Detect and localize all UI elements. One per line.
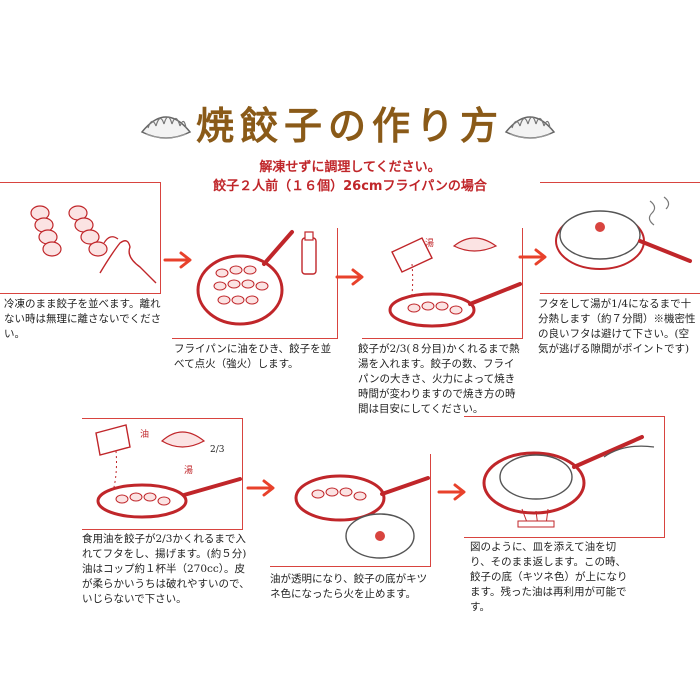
- step-6-illustration: [270, 454, 431, 567]
- arrow-right-icon: [518, 248, 547, 266]
- arrow-right-icon: [335, 268, 364, 286]
- gyoza-decoration-icon: [504, 116, 556, 139]
- step-5-text: 食用油を餃子が2/3かくれるまで入れてフタをし、揚げます。(約５分)油はコップ約…: [82, 533, 250, 605]
- step-5-illustration: 油 2/3 湯: [82, 418, 243, 530]
- step-1-text: 冷凍のまま餃子を並べます。離れない時は無理に離さないでください。: [4, 298, 162, 340]
- arrow-right-icon: [163, 251, 192, 269]
- water-label: 湯: [425, 239, 435, 249]
- step-1-illustration: [0, 182, 161, 294]
- step-3-text: 餃子が2/3(８分目)かくれるまで熱湯を入れます。餃子の数、フライパンの大きさ、…: [358, 343, 520, 415]
- water-label: 湯: [184, 466, 194, 476]
- title-area: 焼餃子の作り方: [0, 92, 700, 152]
- step-2-illustration: [172, 228, 338, 339]
- step-7-illustration: [464, 416, 665, 538]
- gyoza-decoration-icon: [140, 116, 192, 139]
- subtitle-line-2: 餃子２人前（１６個）26cmフライパンの場合: [213, 179, 487, 194]
- plate-flip-icon: [482, 435, 655, 528]
- fraction-label: 2/3: [210, 445, 225, 455]
- step-4-illustration: [540, 182, 700, 294]
- pan-golden-gyoza-icon: [294, 474, 430, 559]
- step-3-illustration: 湯: [362, 228, 523, 339]
- step-2-text: フライパンに油をひき、餃子を並べて点火（強火）します。: [174, 343, 332, 370]
- step-7-text: 図のように、皿を添えて油を切り、そのまま返します。この時、餃子の底（キツネ色）が…: [470, 541, 628, 613]
- pan-with-lid-icon: [555, 196, 692, 270]
- page-title: 焼餃子の作り方: [195, 102, 504, 148]
- arrow-right-icon: [246, 479, 275, 497]
- step-4-text: フタをして湯が1/4になるまで十分熱します（約７分間）※機密性の良いフタは避けて…: [538, 298, 696, 355]
- subtitle-line-1: 解凍せずに調理してください。: [259, 160, 441, 175]
- pan-with-gyoza-icon: [196, 230, 317, 326]
- step-6-text: 油が透明になり、餃子の底がキツネ色になったら火を止めます。: [270, 573, 428, 600]
- oil-label: 油: [140, 430, 150, 440]
- arrow-right-icon: [437, 483, 466, 501]
- frozen-gyoza-hands-icon: [30, 205, 157, 284]
- pan-pouring-water-icon: [388, 237, 522, 328]
- pan-pouring-oil-icon: [95, 424, 242, 519]
